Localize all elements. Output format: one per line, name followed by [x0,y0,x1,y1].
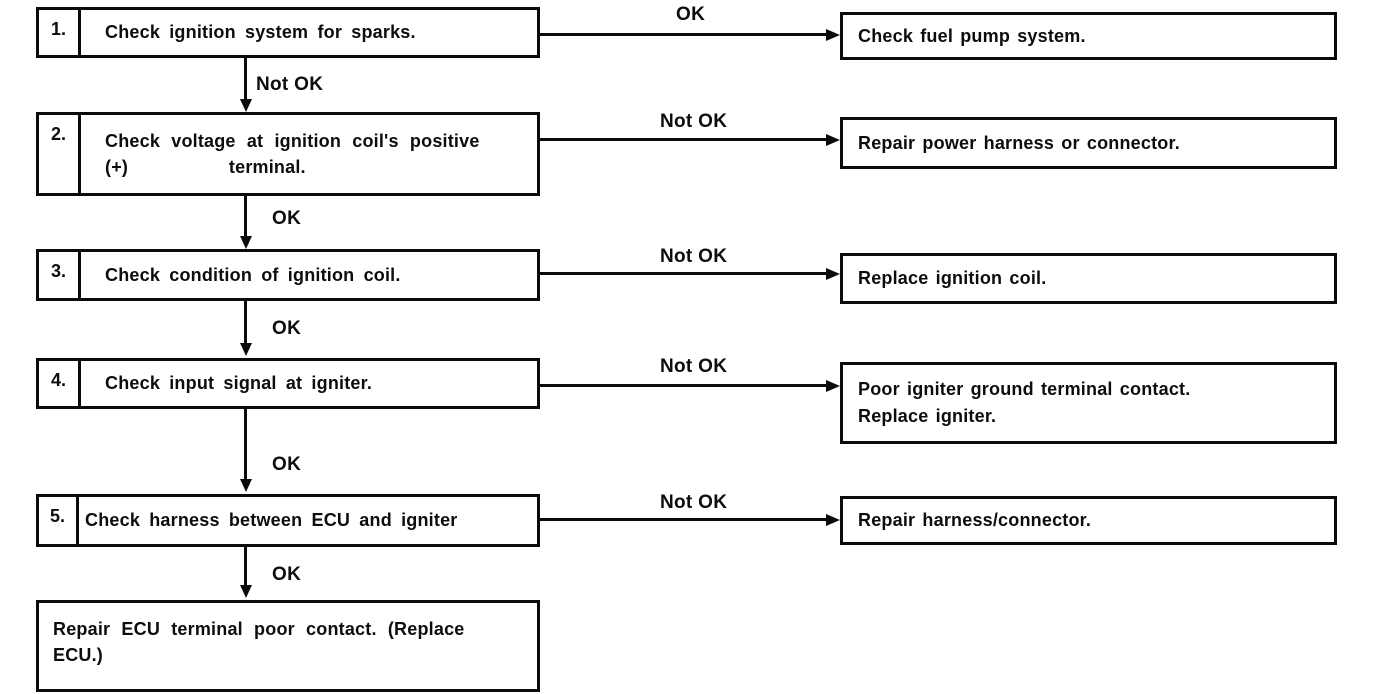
step-1-label: Check ignition system for sparks. [105,22,416,43]
final-box: Repair ECU terminal poor contact. (Repla… [36,600,540,692]
down-line-3 [244,301,247,344]
arrowhead-right-icon [826,134,840,146]
step-4-text: Check input signal at igniter. [81,361,537,406]
arrowhead-down-icon [240,585,252,598]
result-2-box: Repair power harness or connector. [840,117,1337,169]
step-3-label: Check condition of ignition coil. [105,264,401,285]
step-5-text: Check harness between ECU and igniter [79,497,537,544]
down-line-1 [244,58,247,100]
result-5-box: Repair harness/connector. [840,496,1337,545]
final-text-line1: Repair ECU terminal poor contact. (Repla… [53,619,465,639]
step-1-box: 1. Check ignition system for sparks. [36,7,540,58]
step-2-number: 2. [39,115,81,193]
down-line-5 [244,547,247,586]
step-5-label: Check harness between ECU and igniter [85,510,458,531]
result-5-text: Repair harness/connector. [858,510,1092,530]
step-5-number: 5. [39,497,79,544]
arrowhead-down-icon [240,99,252,112]
branch-line-1 [540,33,828,36]
down-label-4: OK [272,454,302,475]
arrowhead-right-icon [826,514,840,526]
down-label-3: OK [272,318,302,339]
step-1-text: Check ignition system for sparks. [81,10,537,55]
result-2-text: Repair power harness or connector. [858,132,1180,153]
final-text-line2: ECU.) [53,645,103,666]
result-4-box: Poor igniter ground terminal contact. Re… [840,362,1337,444]
step-1-number: 1. [39,10,81,55]
step-4-box: 4. Check input signal at igniter. [36,358,540,409]
branch-label-5: Not OK [660,492,728,513]
result-3-text: Replace ignition coil. [858,268,1047,288]
step-2-label-line1: Check voltage at ignition coil's positiv… [105,130,480,151]
arrowhead-down-icon [240,236,252,249]
branch-line-3 [540,272,828,275]
arrowhead-right-icon [826,380,840,392]
step-3-number: 3. [39,252,81,298]
result-1-text: Check fuel pump system. [858,25,1086,46]
down-label-5: OK [272,564,302,585]
step-4-label: Check input signal at igniter. [105,373,373,394]
result-3-box: Replace ignition coil. [840,253,1337,304]
down-line-2 [244,196,247,237]
branch-label-2: Not OK [660,111,728,132]
result-4-text-line1: Poor igniter ground terminal contact. [858,379,1191,399]
branch-line-2 [540,138,828,141]
step-5-box: 5. Check harness between ECU and igniter [36,494,540,547]
step-2-box: 2. Check voltage at ignition coil's posi… [36,112,540,196]
arrowhead-down-icon [240,343,252,356]
arrowhead-down-icon [240,479,252,492]
result-4-text-line2: Replace igniter. [858,406,997,426]
branch-line-5 [540,518,828,521]
arrowhead-right-icon [826,29,840,41]
step-2-text: Check voltage at ignition coil's positiv… [81,115,537,193]
final-text: Repair ECU terminal poor contact. (Repla… [39,603,537,672]
down-label-2: OK [272,208,302,229]
step-4-number: 4. [39,361,81,406]
branch-label-4: Not OK [660,356,728,377]
branch-label-3: Not OK [660,246,728,267]
step-3-box: 3. Check condition of ignition coil. [36,249,540,301]
step-2-label-line2: (+) terminal. [105,157,306,177]
result-1-box: Check fuel pump system. [840,12,1337,60]
down-label-1: Not OK [256,74,324,95]
step-3-text: Check condition of ignition coil. [81,252,537,298]
arrowhead-right-icon [826,268,840,280]
branch-line-4 [540,384,828,387]
down-line-4 [244,409,247,480]
branch-label-1: OK [676,4,706,25]
